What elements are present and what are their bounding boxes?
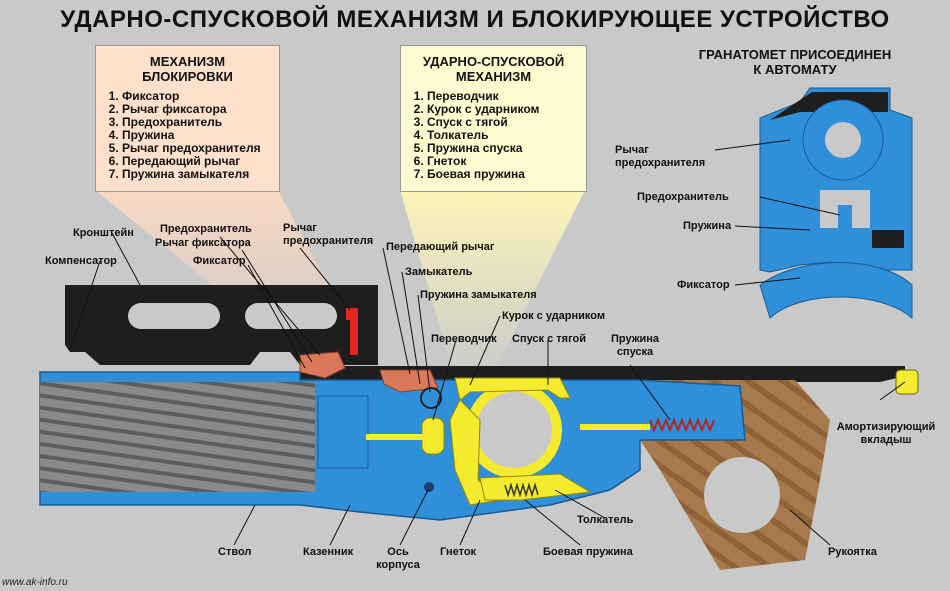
- label-axis-line1: Ось: [387, 546, 409, 558]
- grip-hole: [704, 457, 780, 533]
- leader-lines: [69, 232, 906, 546]
- top-rail: [300, 366, 905, 382]
- closer-part: [420, 387, 442, 409]
- label-trigger-spring-line2: спуска: [616, 346, 654, 358]
- list-item: Толкатель: [427, 129, 586, 142]
- trigger-spring: [649, 417, 715, 433]
- label-safety-lever-line1: Рычаг: [283, 222, 317, 234]
- inset-lever-label-line1: Рычаг: [615, 144, 649, 156]
- list-item: Гнеток: [427, 155, 586, 168]
- label-buffer: Амортизирующий вкладыш: [830, 421, 942, 447]
- label-buffer-line1: Амортизирующий: [836, 421, 936, 433]
- transfer-lever-part: [379, 369, 439, 393]
- barrel-bore: [40, 382, 315, 492]
- label-trigger-spring-line1: Пружина: [610, 333, 660, 345]
- watermark: www.ak-info.ru: [2, 577, 68, 588]
- buffer-insert: [895, 369, 919, 395]
- label-closer-spring: Пружина замыкателя: [420, 289, 537, 301]
- label-mainspring: Боевая пружина: [543, 546, 633, 558]
- inset-spring-label: Пружина: [683, 220, 732, 232]
- inset-lever-label: Рычаг предохранителя: [615, 144, 705, 170]
- body-axis: [424, 482, 434, 492]
- trigger-box-title-line1: УДАРНО-СПУСКОВОЙ: [422, 54, 565, 69]
- inset-safety-label: Предохранитель: [637, 191, 729, 203]
- label-transfer-lever: Передающий рычаг: [386, 241, 495, 253]
- label-latch: Фиксатор: [193, 255, 246, 267]
- label-axis-line2: корпуса: [376, 559, 420, 571]
- label-grip: Рукоятка: [828, 546, 877, 558]
- label-bracket: Кронштейн: [73, 227, 134, 239]
- list-item: Спуск с тягой: [427, 116, 586, 129]
- label-buffer-line2: вкладыш: [860, 434, 912, 446]
- label-trigger-spring: Пружина спуска: [605, 333, 665, 359]
- list-item: Переводчик: [427, 90, 586, 103]
- label-safety-lever: Рычаг предохранителя: [283, 222, 373, 248]
- label-breech: Казенник: [303, 546, 354, 558]
- trigger-mechanism-box: УДАРНО-СПУСКОВОЙ МЕХАНИЗМ Переводчик Кур…: [400, 45, 587, 192]
- list-item: Курок с ударником: [427, 103, 586, 116]
- label-trigger-rod: Спуск с тягой: [512, 333, 587, 345]
- list-item: Рычаг предохранителя: [122, 142, 279, 155]
- trigger-box-list: Переводчик Курок с ударником Спуск с тяг…: [401, 90, 586, 181]
- list-item: Рычаг фиксатора: [122, 103, 279, 116]
- inset-title-line2: К АВТОМАТУ: [753, 62, 837, 77]
- list-item: Передающий рычаг: [122, 155, 279, 168]
- list-item: Предохранитель: [122, 116, 279, 129]
- inset-drawing: [714, 87, 913, 320]
- breech-block: [317, 395, 369, 469]
- hammer-opening: [476, 392, 552, 468]
- list-item: Пружина: [122, 129, 279, 142]
- inset-title-line1: ГРАНАТОМЕТ ПРИСОЕДИНЕН: [698, 47, 892, 62]
- inset-latch-label: Фиксатор: [677, 279, 730, 291]
- label-closer: Замыкатель: [405, 266, 473, 278]
- label-pusher: Толкатель: [577, 514, 634, 526]
- label-selector: Переводчик: [431, 333, 497, 345]
- list-item: Боевая пружина: [427, 168, 586, 181]
- blocking-box-title-line1: МЕХАНИЗМ: [149, 54, 226, 69]
- bracket-frame: [65, 285, 378, 365]
- label-safety: Предохранитель: [160, 223, 252, 235]
- label-barrel: Ствол: [218, 546, 252, 558]
- label-compensator: Компенсатор: [45, 255, 117, 267]
- label-hammer: Курок с ударником: [502, 310, 606, 322]
- main-spring: [504, 482, 539, 498]
- selector-rod: [366, 434, 426, 440]
- blocking-box-title-line2: БЛОКИРОВКИ: [142, 69, 233, 84]
- safety-lever-part: [346, 308, 358, 355]
- label-latch-lever: Рычаг фиксатора: [155, 237, 251, 249]
- blocking-mechanism-box: МЕХАНИЗМ БЛОКИРОВКИ Фиксатор Рычаг фикса…: [95, 45, 280, 192]
- trigger-lower-part: [449, 399, 502, 506]
- label-axis: Ось корпуса: [375, 546, 421, 572]
- page-title: УДАРНО-СПУСКОВОЙ МЕХАНИЗМ И БЛОКИРУЮЩЕЕ …: [60, 6, 890, 33]
- list-item: Фиксатор: [122, 90, 279, 103]
- trigger-rod-part: [580, 424, 650, 430]
- trigger-beam: [400, 190, 585, 380]
- list-item: Пружина замыкателя: [122, 168, 279, 181]
- label-gnetok: Гнеток: [440, 546, 477, 558]
- trigger-box-title-line2: МЕХАНИЗМ: [455, 69, 532, 84]
- list-item: Пружина спуска: [427, 142, 586, 155]
- inset-lever-label-line2: предохранителя: [615, 157, 706, 169]
- inset-title: ГРАНАТОМЕТ ПРИСОЕДИНЕН К АВТОМАТУ: [675, 47, 915, 77]
- latch-lever-part: [299, 351, 346, 379]
- trigger-top-part: [454, 377, 571, 401]
- blocking-box-list: Фиксатор Рычаг фиксатора Предохранитель …: [96, 90, 279, 181]
- label-safety-lever-line2: предохранителя: [283, 235, 374, 247]
